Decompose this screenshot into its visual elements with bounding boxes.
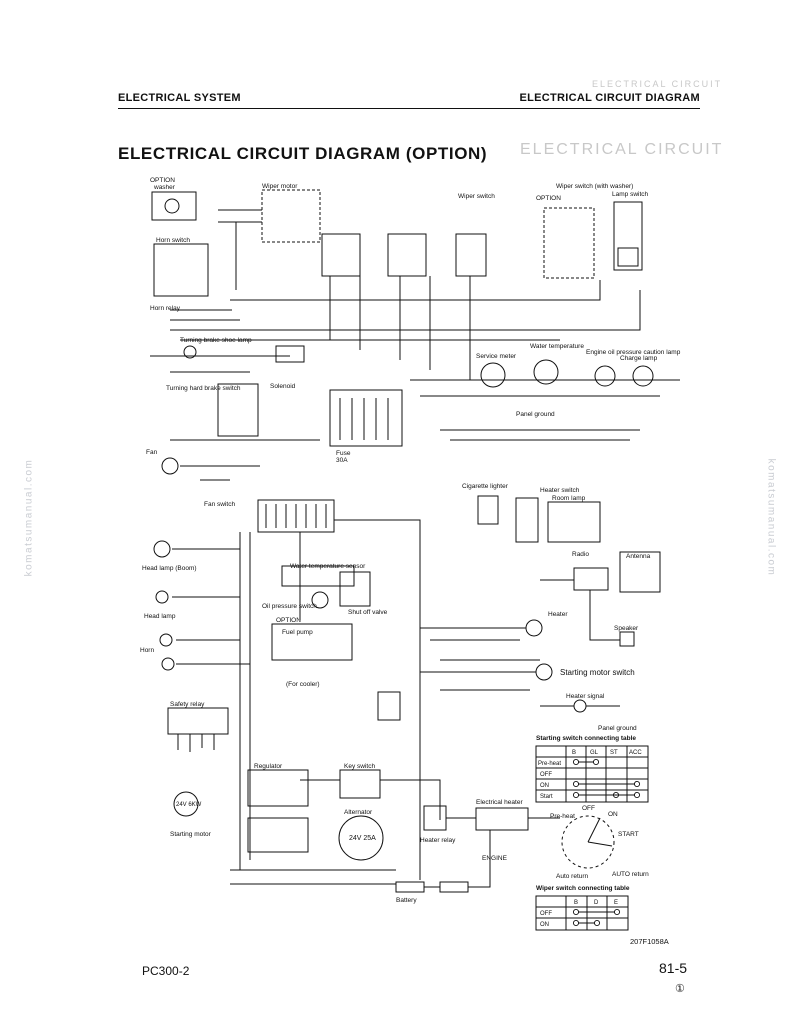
label-panel-ground-2: Panel ground bbox=[598, 725, 637, 732]
label-sw-auto-return-2: AUTO return bbox=[612, 871, 649, 878]
label-solenoid: Solenoid bbox=[270, 383, 296, 390]
wiper-col-d: D bbox=[594, 900, 599, 906]
label-safety-relay: Safety relay bbox=[170, 701, 205, 708]
label-room-lamp: Room lamp bbox=[552, 495, 586, 502]
bleed-through-text: ELECTRICAL CIRCUIT bbox=[592, 79, 723, 89]
starting-col-acc: ACC bbox=[629, 750, 642, 756]
label-option-washer: OPTION bbox=[150, 177, 175, 184]
label-engine-oil: Engine oil pressure caution lamp bbox=[586, 349, 681, 356]
label-head-lamp-boom: Head lamp (Boom) bbox=[142, 565, 197, 572]
label-sw-on: ON bbox=[608, 811, 618, 818]
label-key-switch: Key switch bbox=[344, 763, 375, 770]
label-fan-switch: Fan switch bbox=[204, 501, 235, 508]
label-regulator: Regulator bbox=[254, 763, 283, 770]
wiper-table-title: Wiper switch connecting table bbox=[536, 885, 630, 892]
label-radio: Radio bbox=[572, 551, 589, 558]
label-turning-brake-lamp: Turning brake shoe lamp bbox=[180, 337, 252, 344]
label-fuse: Fuse bbox=[336, 450, 351, 457]
label-wiper-motor: Wiper motor bbox=[262, 183, 298, 190]
label-water-temp-sensor: Water temperature sensor bbox=[290, 563, 366, 570]
starting-row-off: OFF bbox=[540, 772, 552, 778]
label-shut-off-valve: Shut off valve bbox=[348, 609, 388, 616]
label-antenna: Antenna bbox=[626, 553, 651, 560]
starting-row-on: ON bbox=[540, 783, 549, 789]
label-horn-relay: Horn relay bbox=[150, 305, 181, 312]
label-alternator-rating: 24V 25A bbox=[349, 835, 376, 842]
label-washer: washer bbox=[153, 184, 176, 191]
wiper-switch-table: Wiper switch connecting table B D E OFF … bbox=[535, 885, 630, 931]
label-starting-motor: Starting motor bbox=[170, 831, 212, 838]
starting-col-b: B bbox=[572, 750, 576, 756]
label-sw-start: START bbox=[618, 831, 639, 838]
label-fan: Fan bbox=[146, 449, 158, 456]
starting-col-gl: GL bbox=[590, 750, 599, 756]
label-turning-hard-brake: Turning hard brake switch bbox=[166, 385, 241, 392]
label-panel-ground: Panel ground bbox=[516, 411, 555, 418]
header-rule bbox=[118, 108, 700, 109]
label-heater-relay: Heater relay bbox=[420, 837, 456, 844]
label-horn: Horn bbox=[140, 647, 154, 654]
label-battery: Battery bbox=[396, 897, 417, 904]
label-option-3: OPTION bbox=[276, 617, 301, 624]
wiper-row-on: ON bbox=[540, 922, 549, 928]
wiper-row-off: OFF bbox=[540, 911, 552, 917]
label-alternator: Alternator bbox=[344, 809, 373, 816]
label-charge-lamp: Charge lamp bbox=[620, 355, 658, 362]
label-sw-off: OFF bbox=[582, 805, 595, 812]
section-header: ELECTRICAL SYSTEM bbox=[118, 92, 241, 104]
label-sw-auto-return: Auto return bbox=[556, 873, 589, 880]
starting-table-title: Starting switch connecting table bbox=[536, 735, 636, 742]
label-heater-switch: Heater switch bbox=[540, 487, 580, 494]
label-heater-signal: Heater signal bbox=[566, 693, 605, 700]
label-water-temperature: Water temperature bbox=[530, 343, 584, 350]
label-fuse-rating: 30A bbox=[336, 457, 348, 464]
wiper-col-b: B bbox=[574, 900, 578, 906]
label-engine: ENGINE bbox=[482, 855, 508, 862]
label-motor-rating: 24V 6KW bbox=[176, 802, 202, 808]
label-service-meter: Service meter bbox=[476, 353, 517, 360]
label-sw-pre-heat: Pre-heat bbox=[550, 813, 575, 820]
label-cigarette-lighter: Cigarette lighter bbox=[462, 483, 509, 490]
label-starting-motor-switch: Starting motor switch bbox=[560, 668, 635, 677]
footer-page-number: 81-5 bbox=[659, 960, 688, 976]
starting-row-preheat: Pre-heat bbox=[538, 761, 561, 767]
label-electric-heater: Electrical heater bbox=[476, 799, 523, 806]
label-speaker: Speaker bbox=[614, 625, 639, 632]
page-title: ELECTRICAL CIRCUIT DIAGRAM (OPTION) bbox=[118, 144, 488, 163]
page-header-title: ELECTRICAL CIRCUIT DIAGRAM bbox=[519, 92, 700, 104]
label-wiper-switch: Wiper switch bbox=[458, 193, 495, 200]
label-horn-switch: Horn switch bbox=[156, 237, 190, 244]
starting-switch-table: Starting switch connecting table B GL ST… bbox=[535, 735, 649, 803]
label-oil-pressure-switch: Oil pressure switch bbox=[262, 603, 317, 610]
label-fuel-pump: Fuel pump bbox=[282, 629, 313, 636]
footer-model: PC300-2 bbox=[142, 964, 190, 978]
label-head-lamp: Head lamp bbox=[144, 613, 176, 620]
starting-row-start: Start bbox=[540, 794, 553, 800]
bleed-through-title: ELECTRICAL CIRCUIT bbox=[520, 141, 724, 158]
label-for-cooler: (For cooler) bbox=[286, 681, 320, 688]
label-option-2: OPTION bbox=[536, 195, 561, 202]
label-lamp-switch: Lamp switch bbox=[612, 191, 649, 198]
wiper-col-e: E bbox=[614, 900, 618, 906]
footer-revision: ① bbox=[675, 983, 685, 995]
label-wiper-switch-washer: Wiper switch (with washer) bbox=[556, 183, 633, 190]
label-figure-number: 207F1058A bbox=[630, 937, 669, 946]
starting-col-st: ST bbox=[610, 750, 618, 756]
label-heater: Heater bbox=[548, 611, 568, 618]
